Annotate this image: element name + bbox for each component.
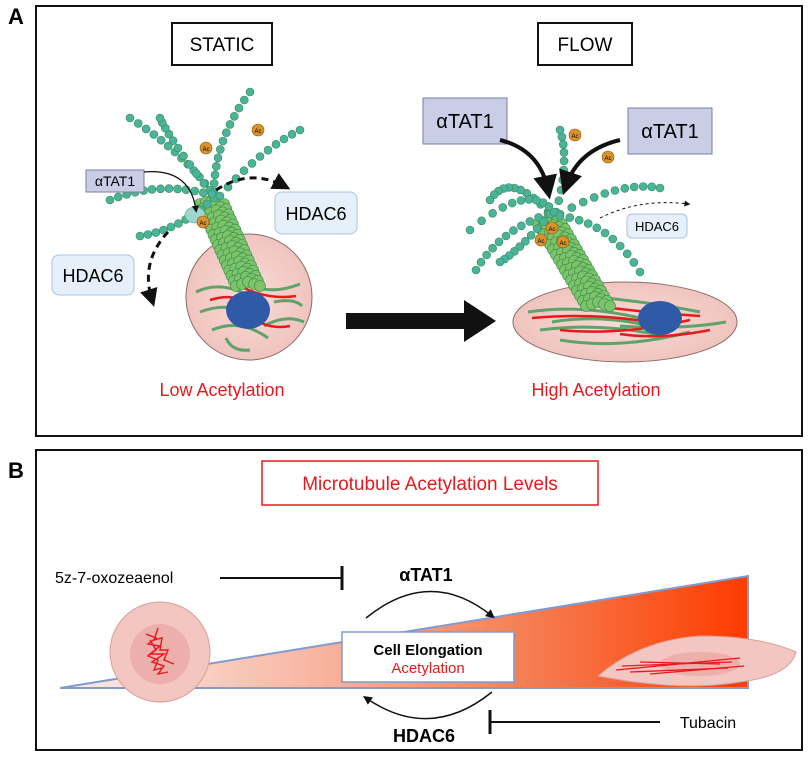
panel-letter-a: A xyxy=(8,4,24,29)
center-box xyxy=(341,631,515,683)
svg-text:Ac: Ac xyxy=(548,227,555,233)
static-hdac6-right-label: HDAC6 xyxy=(285,204,346,224)
svg-text:Ac: Ac xyxy=(537,239,544,245)
panel-b-title: Microtubule Acetylation Levels xyxy=(302,474,558,495)
flow-atat1-left-arrow xyxy=(499,138,557,200)
static-nucleus xyxy=(226,291,270,329)
svg-text:Ac: Ac xyxy=(199,221,206,227)
center-title: Cell Elongation xyxy=(373,642,482,659)
panel-b-title-box xyxy=(261,460,599,506)
enzyme-bottom-arrow xyxy=(363,691,493,720)
elongated-cell xyxy=(596,635,797,687)
flow-atat1-right-label: αTAT1 xyxy=(641,121,699,143)
flow-atat1-right-box xyxy=(627,107,713,155)
flow-label-box xyxy=(537,22,633,66)
flow-atat1-left-box xyxy=(422,97,508,145)
flow-atat1-left-label: αTAT1 xyxy=(436,111,494,133)
static-outcome: Low Acetylation xyxy=(159,380,284,400)
static-atat1-box xyxy=(85,169,145,193)
flow-outcome: High Acetylation xyxy=(531,380,660,400)
flow-microtubules xyxy=(465,125,665,312)
flow-acetyl-marks: Ac Ac Ac Ac Ac xyxy=(534,128,615,249)
enzyme-bottom-label: HDAC6 xyxy=(393,726,455,746)
svg-text:Ac: Ac xyxy=(254,129,261,135)
static-cell xyxy=(185,233,313,361)
inhibitor-left-label: 5z-7-oxozeaenol xyxy=(55,570,173,587)
flow-nucleus xyxy=(638,301,682,335)
svg-text:Ac: Ac xyxy=(202,147,209,153)
flow-label: FLOW xyxy=(558,35,613,56)
round-cell xyxy=(109,601,211,703)
static-hdac6-left-box xyxy=(51,254,135,296)
static-atat1-arrow xyxy=(143,171,199,213)
center-subtitle: Acetylation xyxy=(391,660,464,677)
inhibitor-right-label: Tubacin xyxy=(680,715,736,732)
static-label-box xyxy=(171,22,273,66)
static-hdac6-left-label: HDAC6 xyxy=(62,266,123,286)
flow-cell xyxy=(512,281,738,363)
enzyme-top-label: αTAT1 xyxy=(399,565,452,585)
flow-hdac6-arrow xyxy=(599,200,691,219)
svg-text:Ac: Ac xyxy=(604,156,611,162)
static-hdac6-left-arrow xyxy=(140,230,170,307)
static-atat1-label: αTAT1 xyxy=(95,173,135,189)
static-label: STATIC xyxy=(190,35,255,56)
static-hdac6-right-arrow xyxy=(215,172,291,192)
static-acetyl-marks: Ac Ac Ac xyxy=(184,123,265,229)
transition-arrow xyxy=(346,300,496,342)
panel-letter-b: B xyxy=(8,458,24,483)
flow-atat1-right-arrow xyxy=(559,138,621,196)
flow-hdac6-box xyxy=(626,213,688,239)
enzyme-top-arrow xyxy=(365,590,495,619)
svg-text:Ac: Ac xyxy=(571,134,578,140)
static-microtubules xyxy=(105,87,305,292)
flow-hdac6-label: HDAC6 xyxy=(635,219,679,234)
svg-text:Ac: Ac xyxy=(559,241,566,247)
static-hdac6-right-box xyxy=(274,191,358,235)
